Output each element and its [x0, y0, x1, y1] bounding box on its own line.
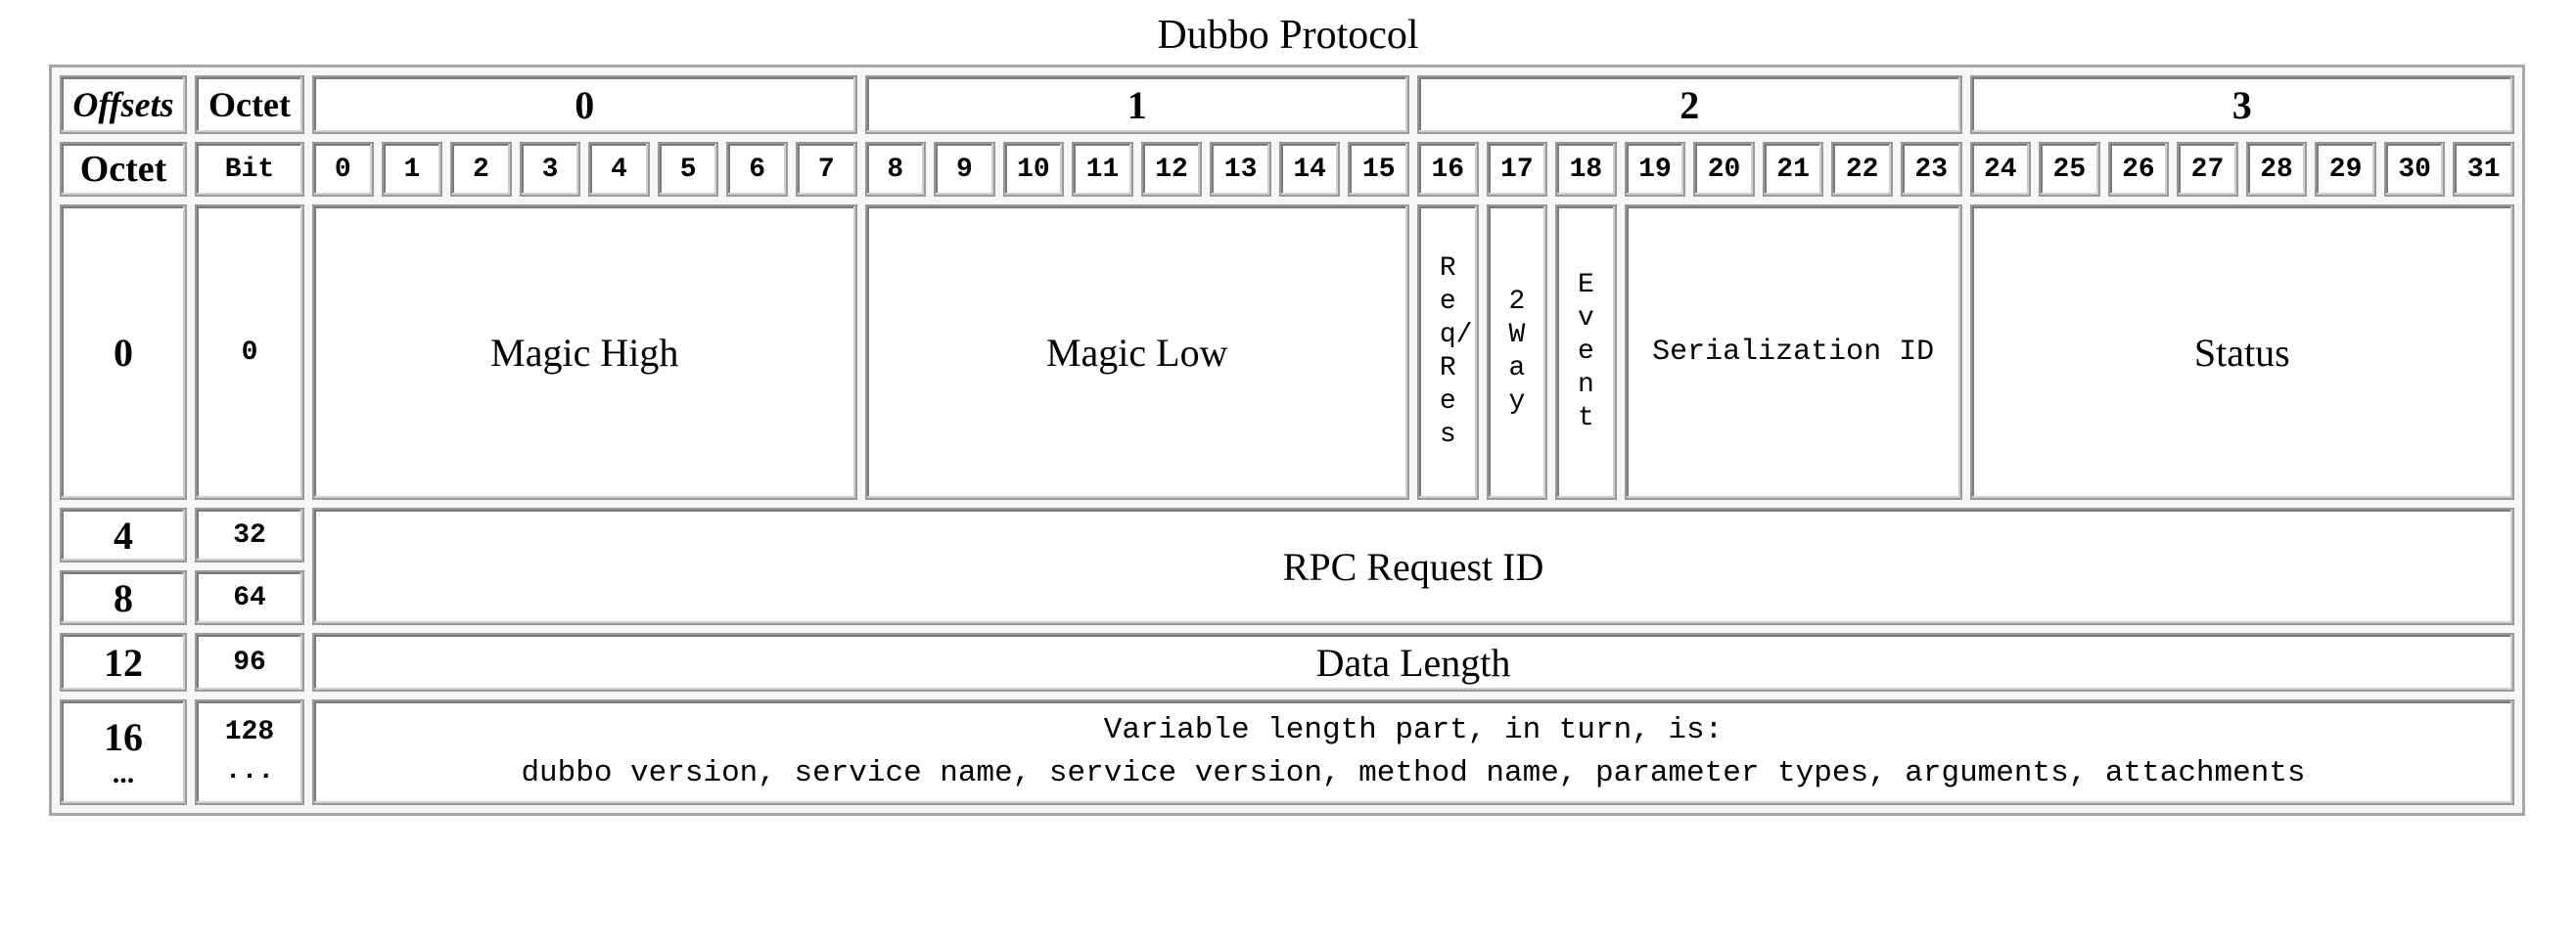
event-field: Event [1555, 204, 1617, 500]
diagram-title: Dubbo Protocol [1157, 13, 1419, 58]
row-bit-ellipsis: ... [224, 756, 275, 787]
variable-length-heading: Variable length part, in turn, is: [1103, 713, 1724, 747]
bit-header: 20 [1693, 142, 1755, 197]
row-octet-12: 12 96 Data Length [60, 633, 2514, 692]
bit-header: 25 [2039, 142, 2100, 197]
bit-header: 2 [450, 142, 512, 197]
bit-header: 21 [1762, 142, 1824, 197]
bit-header: 14 [1278, 142, 1341, 197]
magic-high-field: Magic High [312, 204, 857, 500]
variable-length-contents: dubbo version, service name, service ver… [521, 756, 2306, 790]
bit-header: 0 [312, 142, 374, 197]
row-bit-label: 64 [195, 570, 304, 625]
rpc-request-id-field: RPC Request ID [312, 508, 2514, 625]
row-bit-label: 96 [195, 633, 304, 692]
row-octet-8: 8 64 [60, 570, 2514, 625]
offsets-octet-header: Offsets [60, 75, 187, 134]
bit-header: 23 [1900, 142, 1962, 197]
bit-header: 22 [1831, 142, 1893, 197]
bit-header: 4 [588, 142, 650, 197]
octet-header-1: 1 [864, 75, 1409, 134]
magic-low-field: Magic Low [864, 204, 1409, 500]
bit-header: 10 [1002, 142, 1065, 197]
row-octet-value: 16 [104, 715, 143, 759]
row-bit-label: 0 [195, 204, 304, 500]
row-octet-label: 4 [60, 508, 187, 562]
header-row-octets: Offsets Octet 0 1 2 3 [60, 75, 2514, 134]
bit-header: 1 [381, 142, 443, 197]
bit-header: 30 [2383, 142, 2446, 197]
row-octet-4: 4 32 RPC Request ID [60, 508, 2514, 625]
status-field: Status [1969, 204, 2514, 500]
bit-header: 11 [1072, 142, 1133, 197]
octet-column-header: Octet [195, 75, 304, 134]
bit-header: 26 [2107, 142, 2170, 197]
bit-header: 27 [2177, 142, 2238, 197]
bit-header: 16 [1417, 142, 1479, 197]
bit-header: 5 [657, 142, 719, 197]
bit-header: 6 [726, 142, 788, 197]
bit-header: 8 [864, 142, 927, 197]
bit-header: 7 [795, 142, 857, 197]
bit-header: 29 [2315, 142, 2376, 197]
bit-header: 24 [1969, 142, 2032, 197]
header-row-bits: Octet Bit 0 1 2 3 4 5 6 7 8 9 10 11 12 1… [60, 142, 2514, 197]
octet-header-2: 2 [1417, 75, 1962, 134]
bit-header: 28 [2245, 142, 2308, 197]
row-bit-value: 128 [224, 717, 275, 747]
bit-column-header: Bit [195, 142, 304, 197]
two-way-field: 2Way [1486, 204, 1548, 500]
octet-header-0: 0 [312, 75, 857, 134]
row-octet-label-16: 16 ... [60, 699, 187, 805]
bit-header: 15 [1348, 142, 1409, 197]
serialization-id-field: Serialization ID [1624, 204, 1962, 500]
row-bit-label: 32 [195, 508, 304, 562]
bit-header: 17 [1486, 142, 1548, 197]
row-octet-label: 8 [60, 570, 187, 625]
bit-header: 31 [2453, 142, 2514, 197]
row-octet-header: Octet [60, 142, 187, 197]
row-octet-label: 12 [60, 633, 187, 692]
req-res-label: Req/Res [1439, 253, 1473, 450]
bit-header: 12 [1140, 142, 1203, 197]
octet-header-3: 3 [1969, 75, 2514, 134]
data-length-field: Data Length [312, 633, 2514, 692]
bit-header: 18 [1555, 142, 1617, 197]
row-octet-0: 0 0 Magic High Magic Low Req/Res 2Way Ev… [60, 204, 2514, 500]
row-octet-label: 0 [60, 204, 187, 500]
req-res-field: Req/Res [1417, 204, 1479, 500]
offsets-label: Offsets [72, 85, 174, 124]
variable-length-field: Variable length part, in turn, is: dubbo… [312, 699, 2514, 805]
bit-header: 9 [934, 142, 995, 197]
bit-header: 13 [1210, 142, 1271, 197]
row-octet-ellipsis: ... [112, 757, 135, 789]
event-label: Event [1578, 270, 1594, 433]
row-octet-16: 16 ... 128 ... Variable length part, in … [60, 699, 2514, 805]
dubbo-protocol-table: Offsets Octet 0 1 2 3 Octet Bit 0 1 2 3 … [49, 65, 2525, 816]
row-bit-label-128: 128 ... [195, 699, 304, 805]
two-way-label: 2Way [1508, 287, 1526, 417]
bit-header: 19 [1624, 142, 1686, 197]
bit-header: 3 [519, 142, 581, 197]
